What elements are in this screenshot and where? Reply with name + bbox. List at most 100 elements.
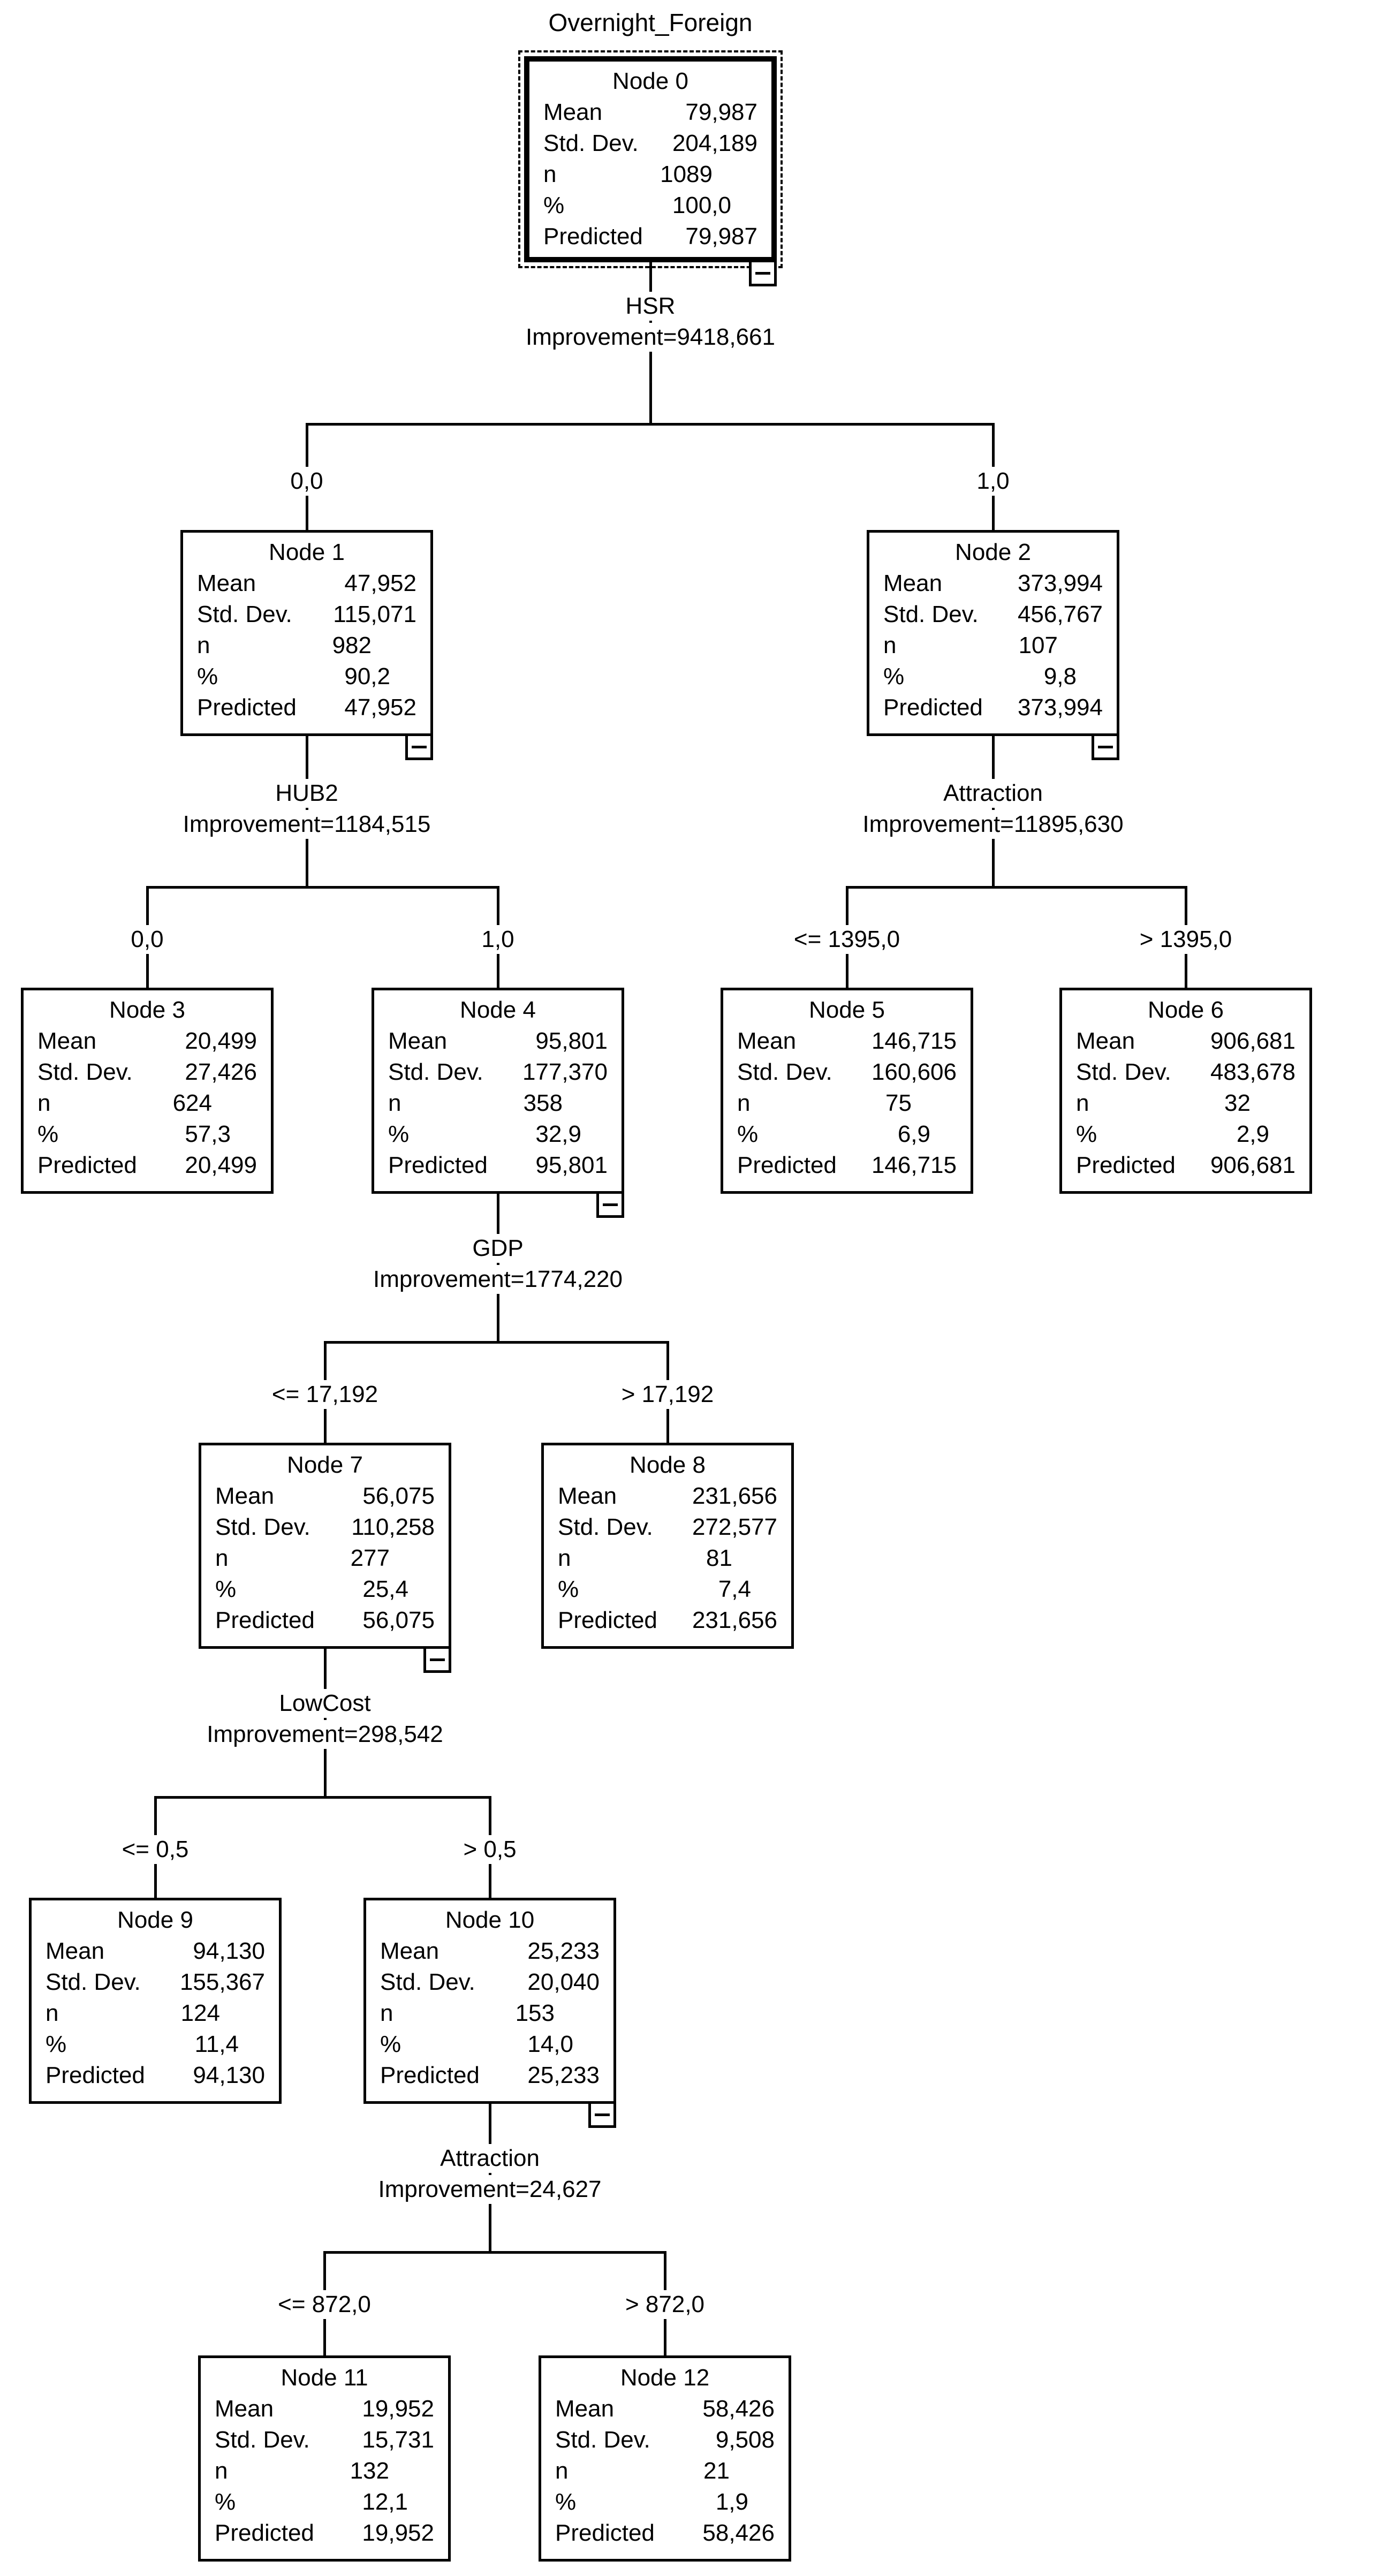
collapse-button-node-0[interactable]: [749, 260, 777, 286]
stat-label-n: n: [215, 2458, 228, 2484]
stat-label-pred: Predicted: [388, 1152, 488, 1178]
stat-value-std: 9,508: [715, 2427, 775, 2453]
stat-value-std: 155,367: [179, 1969, 265, 1995]
branch-label-node-2: 1,0: [971, 467, 1015, 496]
branch-label-node-4: 1,0: [476, 925, 520, 954]
stat-value-n: 21: [703, 2458, 730, 2484]
collapse-button-node-10[interactable]: [588, 2101, 616, 2128]
stat-value-pred: 56,075: [362, 1607, 435, 1633]
stat-label-pred: Predicted: [737, 1152, 837, 1178]
stat-value-mean: 373,994: [1017, 570, 1103, 596]
collapse-button-node-4[interactable]: [596, 1191, 624, 1218]
stat-value-pct: 7,4: [718, 1576, 751, 1602]
stat-label-std: Std. Dev.: [543, 130, 639, 156]
split-variable-gdp: GDP: [467, 1234, 529, 1263]
node-title: Node 4: [460, 997, 536, 1023]
stat-label-mean: Mean: [555, 2396, 615, 2422]
connector-line: [154, 1796, 491, 1799]
stat-value-mean: 58,426: [702, 2396, 775, 2422]
branch-label-node-7: <= 17,192: [266, 1380, 384, 1409]
split-variable-hsr: HSR: [620, 292, 681, 321]
stat-value-pct: 11,4: [194, 2031, 239, 2057]
branch-label-node-5: <= 1395,0: [788, 925, 906, 954]
stat-label-pct: %: [558, 1576, 579, 1602]
split-variable-attraction1: Attraction: [938, 779, 1048, 808]
stat-label-pct: %: [197, 663, 218, 690]
stat-value-pct: 32,9: [535, 1121, 581, 1147]
node-title: Node 3: [109, 997, 185, 1023]
stat-value-n: 982: [332, 632, 372, 658]
stat-label-n: n: [388, 1090, 401, 1116]
stat-value-mean: 25,233: [527, 1938, 600, 1964]
stat-label-pct: %: [37, 1121, 59, 1147]
collapse-button-node-7[interactable]: [423, 1646, 451, 1673]
stat-value-mean: 94,130: [193, 1938, 265, 1964]
stat-label-n: n: [883, 632, 897, 658]
stat-label-n: n: [46, 2000, 59, 2026]
collapse-button-node-2[interactable]: [1092, 733, 1119, 760]
stat-label-std: Std. Dev.: [1076, 1059, 1171, 1085]
stat-value-pred: 373,994: [1017, 694, 1103, 721]
stat-value-pct: 6,9: [897, 1121, 930, 1147]
minus-icon: [430, 1658, 445, 1661]
stat-label-pred: Predicted: [215, 1607, 315, 1633]
stat-value-mean: 231,656: [692, 1483, 777, 1509]
split-variable-attraction2: Attraction: [435, 2144, 545, 2173]
stat-label-pred: Predicted: [37, 1152, 137, 1178]
branch-label-node-3: 0,0: [125, 925, 169, 954]
stat-label-pct: %: [380, 2031, 401, 2057]
stat-value-n: 75: [885, 1090, 912, 1116]
collapse-button-node-1[interactable]: [405, 733, 433, 760]
stat-value-pct: 100,0: [672, 192, 731, 218]
stat-value-n: 81: [706, 1545, 732, 1571]
stat-label-pct: %: [543, 192, 565, 218]
stat-value-n: 153: [515, 2000, 555, 2026]
node-title: Node 5: [809, 997, 885, 1023]
stat-label-mean: Mean: [388, 1028, 448, 1054]
stat-label-std: Std. Dev.: [197, 601, 292, 627]
split-variable-lowcost: LowCost: [274, 1689, 376, 1718]
stat-label-std: Std. Dev.: [558, 1514, 653, 1540]
stat-value-std: 483,678: [1210, 1059, 1295, 1085]
stat-label-mean: Mean: [1076, 1028, 1135, 1054]
stat-label-std: Std. Dev.: [883, 601, 979, 627]
stat-label-pred: Predicted: [1076, 1152, 1176, 1178]
branch-label-node-6: > 1395,0: [1134, 925, 1238, 954]
node-title: Node 0: [612, 68, 688, 94]
stat-value-n: 277: [350, 1545, 390, 1571]
branch-label-node-12: > 872,0: [619, 2290, 710, 2319]
stat-label-mean: Mean: [543, 99, 603, 125]
stat-value-pct: 12,1: [362, 2489, 408, 2515]
stat-label-mean: Mean: [215, 1483, 275, 1509]
stat-label-std: Std. Dev.: [555, 2427, 650, 2453]
split-improvement-attraction2: Improvement=24,627: [373, 2175, 607, 2204]
stat-value-mean: 19,952: [362, 2396, 434, 2422]
stat-value-mean: 95,801: [535, 1028, 608, 1054]
stat-label-pred: Predicted: [215, 2520, 314, 2546]
stat-value-pred: 146,715: [871, 1152, 957, 1178]
split-improvement-gdp: Improvement=1774,220: [368, 1265, 628, 1294]
node-title: Node 6: [1148, 997, 1224, 1023]
stat-label-std: Std. Dev.: [46, 1969, 141, 1995]
connector-line: [306, 423, 995, 426]
stat-value-mean: 56,075: [362, 1483, 435, 1509]
stat-value-pred: 94,130: [193, 2062, 265, 2088]
connector-line: [146, 886, 499, 889]
stat-value-std: 110,258: [351, 1514, 435, 1540]
stat-value-pred: 231,656: [692, 1607, 777, 1633]
branch-label-node-8: > 17,192: [616, 1380, 719, 1409]
stat-value-pct: 25,4: [362, 1576, 408, 1602]
